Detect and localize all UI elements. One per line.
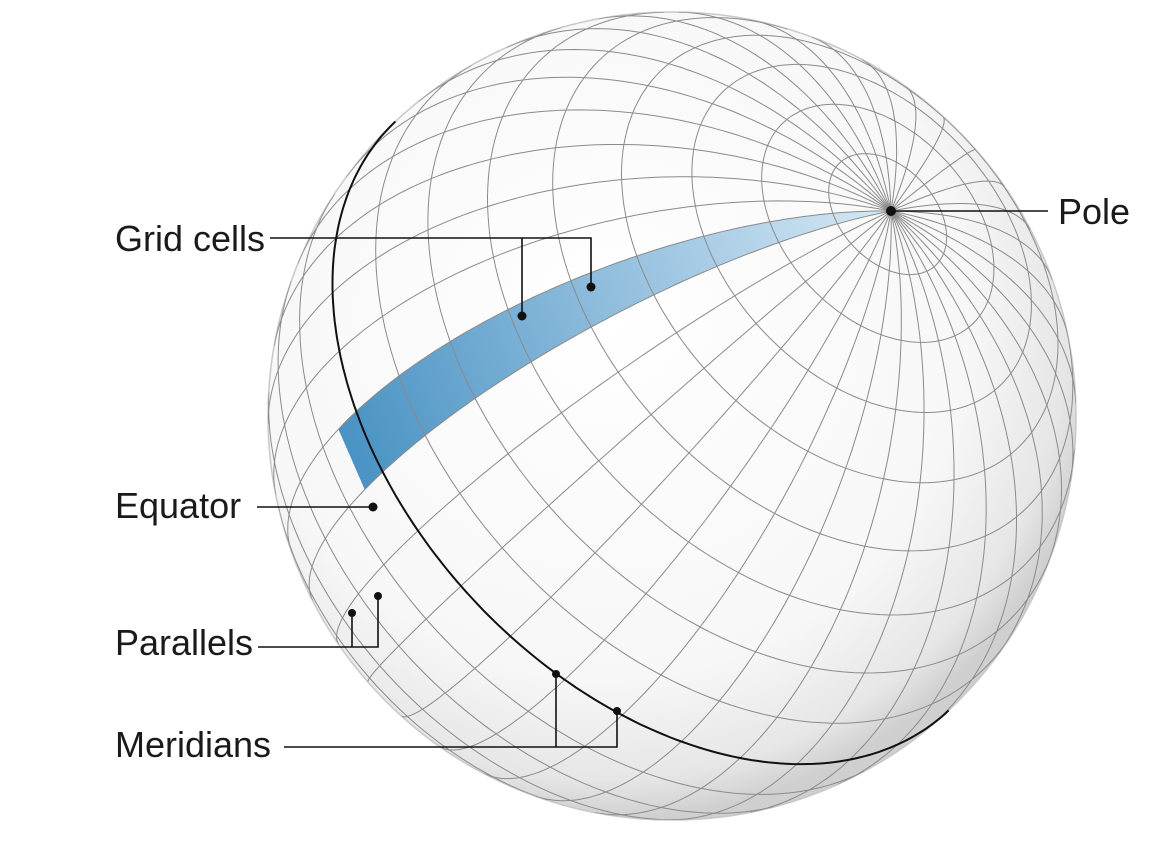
parallels bbox=[268, 12, 1076, 820]
parallel-line bbox=[277, 281, 774, 814]
meridian-line bbox=[308, 210, 892, 601]
meridian-line bbox=[273, 144, 892, 346]
parallel-marker bbox=[348, 609, 356, 617]
meridian-line bbox=[890, 115, 945, 212]
meridian-line bbox=[749, 19, 892, 212]
equator-line bbox=[331, 120, 950, 766]
parallel-line bbox=[277, 507, 548, 801]
meridian-line bbox=[890, 85, 917, 212]
grid-cell-marker bbox=[586, 282, 596, 292]
grid-cell-marker bbox=[517, 311, 527, 321]
equator-marker bbox=[368, 502, 378, 512]
parallel-line bbox=[620, 34, 1059, 484]
meridian-line bbox=[890, 210, 1069, 338]
meridian-line bbox=[666, 210, 925, 820]
meridian-line bbox=[837, 210, 987, 785]
meridian-line bbox=[535, 210, 892, 802]
meridian-line bbox=[677, 12, 892, 212]
grid-cells-label: Grid cells bbox=[115, 218, 265, 259]
parallel-line bbox=[427, 26, 1054, 674]
meridian-line bbox=[367, 210, 892, 683]
meridian-line bbox=[483, 210, 892, 780]
meridians-leader bbox=[284, 711, 618, 748]
meridians bbox=[268, 12, 1076, 820]
meridian-line bbox=[401, 210, 892, 718]
meridian-line bbox=[890, 210, 1043, 655]
meridian-line bbox=[598, 15, 892, 212]
meridian-line bbox=[594, 210, 902, 816]
meridians-label: Meridians bbox=[115, 724, 271, 765]
parallel-line bbox=[299, 193, 865, 795]
meridian-line bbox=[890, 180, 1006, 212]
meridian-line bbox=[439, 210, 892, 751]
pole-label: Pole bbox=[1058, 191, 1130, 232]
parallels-label: Parallels bbox=[115, 622, 253, 663]
meridian-line bbox=[268, 176, 892, 425]
meridian-line bbox=[336, 210, 892, 645]
meridian-line bbox=[417, 48, 892, 212]
parallel-line bbox=[761, 103, 995, 343]
parallel-marker bbox=[374, 592, 382, 600]
meridian-marker bbox=[613, 707, 621, 715]
parallel-line bbox=[486, 12, 1076, 616]
meridian-line bbox=[861, 59, 898, 212]
meridian-line bbox=[890, 149, 977, 212]
meridian-line bbox=[890, 210, 1053, 280]
meridian-line bbox=[506, 28, 892, 212]
meridian-marker bbox=[552, 670, 560, 678]
meridian-line bbox=[273, 200, 892, 495]
meridian-line bbox=[890, 210, 1017, 731]
meridian-line bbox=[890, 210, 1074, 482]
meridian-line bbox=[890, 210, 1076, 404]
meridian-line bbox=[890, 203, 1031, 230]
parallels-leader bbox=[258, 596, 379, 648]
meridian-line bbox=[345, 76, 892, 212]
parallel-line bbox=[375, 64, 1010, 724]
equator-label: Equator bbox=[115, 485, 241, 526]
parallel-line bbox=[828, 153, 948, 276]
grid-cells-leader bbox=[270, 237, 592, 287]
equator-curve bbox=[331, 120, 950, 766]
meridian-line bbox=[287, 210, 891, 553]
meridian-line bbox=[749, 210, 955, 813]
